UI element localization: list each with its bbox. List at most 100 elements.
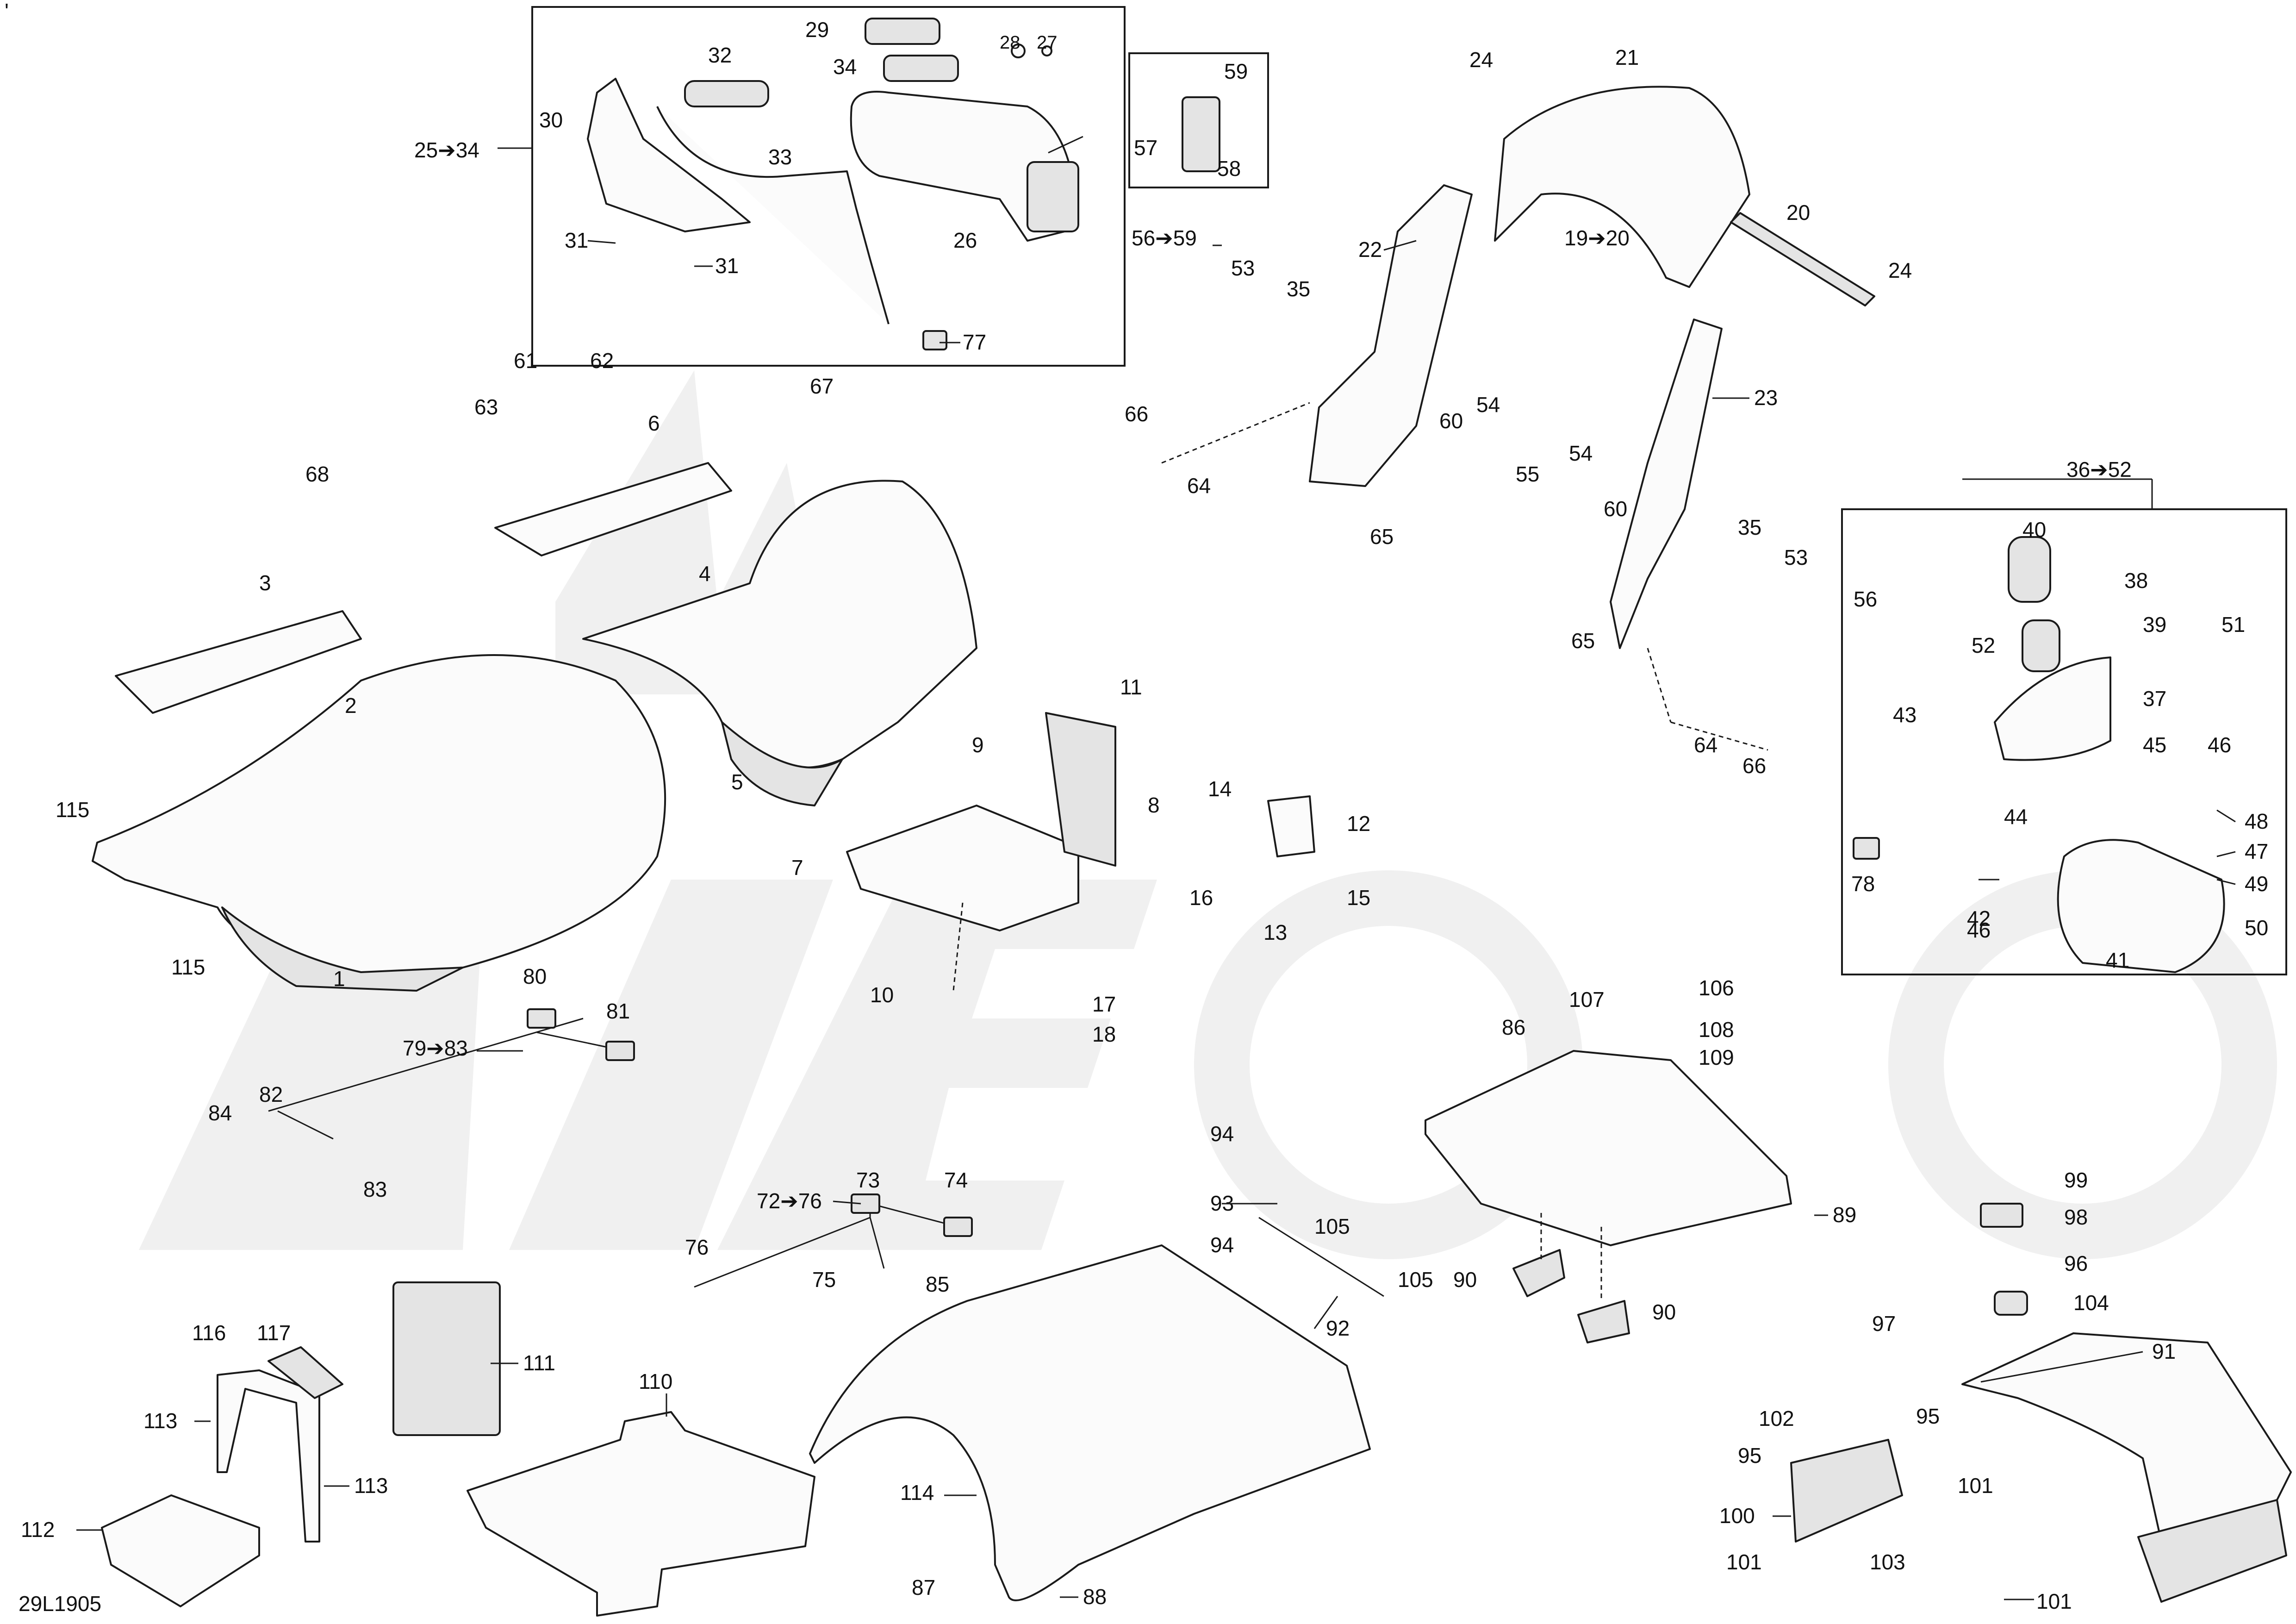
part-111-panel <box>392 1281 501 1436</box>
callout-55: 55 <box>1516 462 1539 486</box>
callout-30: 30 <box>539 108 563 132</box>
callout-99: 99 <box>2064 1168 2088 1192</box>
part-90-clamp-a <box>1512 1249 1565 1297</box>
callout-111: 111 <box>523 1351 555 1375</box>
callout-115a: 115 <box>56 798 89 822</box>
part-117-pad <box>268 1346 343 1399</box>
part-77-connector <box>922 330 947 350</box>
callout-31a: 31 <box>565 228 588 252</box>
callout-25-34: 25➔34 <box>414 138 479 162</box>
callout-12: 12 <box>1347 812 1370 836</box>
callout-20: 20 <box>1786 200 1810 225</box>
part-98-plate <box>1980 1203 2023 1228</box>
callout-9: 9 <box>972 733 984 757</box>
callout-75: 75 <box>812 1268 836 1292</box>
callout-51: 51 <box>2221 612 2245 637</box>
part-91-plate <box>2137 1499 2287 1603</box>
callout-91: 91 <box>2152 1339 2176 1363</box>
callout-95a: 95 <box>1916 1404 1940 1428</box>
callout-60a: 60 <box>1439 409 1463 433</box>
callout-87: 87 <box>912 1575 935 1599</box>
callout-101c: 101 <box>2036 1589 2072 1613</box>
callout-21: 21 <box>1615 45 1639 69</box>
callout-114: 114 <box>900 1480 934 1505</box>
callout-102: 102 <box>1759 1406 1794 1430</box>
callout-53b: 53 <box>1784 545 1808 569</box>
part-41-armrest <box>2057 839 2225 973</box>
callout-40: 40 <box>2022 518 2046 542</box>
callout-65a: 65 <box>1370 525 1394 549</box>
callout-35b: 35 <box>1738 515 1761 539</box>
callout-17: 17 <box>1092 992 1116 1016</box>
callout-31b: 31 <box>715 254 739 278</box>
part-78-connector <box>1853 837 1880 860</box>
callout-43: 43 <box>1893 703 1916 727</box>
callout-56: 56 <box>1854 587 1877 611</box>
callout-5: 5 <box>731 770 743 794</box>
callout-115b: 115 <box>171 955 205 979</box>
callout-76: 76 <box>685 1235 709 1259</box>
part-100-bracket <box>1790 1439 1903 1543</box>
part-57-latch <box>1182 96 1220 172</box>
callout-101a: 101 <box>1958 1474 1993 1498</box>
callout-59: 59 <box>1224 59 1248 83</box>
part-26-handle <box>850 91 1075 242</box>
callout-105a: 105 <box>1314 1214 1350 1238</box>
callout-96: 96 <box>2064 1251 2088 1275</box>
callout-11: 11 <box>1120 675 1142 699</box>
callout-86: 86 <box>1502 1015 1525 1039</box>
part-7-bracket <box>846 805 1079 931</box>
callout-104: 104 <box>2073 1291 2109 1315</box>
callout-110: 110 <box>639 1369 672 1393</box>
part-80-connector <box>527 1008 556 1029</box>
callout-112: 112 <box>21 1518 55 1542</box>
callout-92: 92 <box>1326 1316 1350 1340</box>
callout-73: 73 <box>856 1168 880 1192</box>
part-8-plate <box>1045 712 1116 867</box>
callout-48: 48 <box>2245 809 2268 833</box>
part-52-pad <box>2022 619 2060 672</box>
callout-77: 77 <box>963 330 986 354</box>
callout-42: 42 <box>1967 906 1991 931</box>
callout-19-20: 19➔20 <box>1564 226 1630 250</box>
part-5-seat-base <box>721 721 843 806</box>
part-29-pad <box>865 18 940 45</box>
callout-107: 107 <box>1569 987 1605 1012</box>
callout-117: 117 <box>257 1321 291 1345</box>
part-6-heating-pad <box>494 462 732 556</box>
callout-62: 62 <box>590 349 614 373</box>
callout-10: 10 <box>870 983 894 1007</box>
callout-67: 67 <box>810 374 834 398</box>
part-81-connector <box>605 1041 635 1061</box>
callout-47: 47 <box>2245 839 2268 863</box>
callout-3: 3 <box>259 571 271 595</box>
callout-22: 22 <box>1358 237 1382 262</box>
callout-109: 109 <box>1699 1045 1734 1069</box>
callout-49: 49 <box>2245 872 2268 896</box>
callout-101b: 101 <box>1726 1550 1762 1574</box>
callout-113b: 113 <box>354 1474 388 1498</box>
callout-46a: 46 <box>2208 733 2231 757</box>
part-20-bar <box>1730 212 1875 306</box>
part-73-connector <box>851 1193 880 1214</box>
callout-66a: 66 <box>1125 402 1148 426</box>
callout-61: 61 <box>514 349 537 373</box>
part-85-storage <box>809 1244 1371 1601</box>
callout-13: 13 <box>1263 920 1287 944</box>
callout-78: 78 <box>1851 872 1875 896</box>
callout-66b: 66 <box>1742 754 1766 778</box>
part-30-bracket <box>587 78 751 232</box>
callout-53a: 53 <box>1231 256 1255 280</box>
callout-95b: 95 <box>1738 1443 1761 1468</box>
part-3-heating-pad <box>115 610 362 714</box>
callout-108: 108 <box>1699 1018 1734 1042</box>
part-112-base <box>101 1494 260 1607</box>
part-4-seat <box>582 480 977 768</box>
corner-mark: ' <box>5 0 9 23</box>
part-28-nut <box>1011 44 1026 58</box>
callout-88: 88 <box>1083 1585 1107 1609</box>
callout-6: 6 <box>648 411 660 435</box>
callout-100: 100 <box>1719 1504 1755 1528</box>
callout-72-76: 72➔76 <box>757 1189 822 1213</box>
callout-68: 68 <box>305 462 329 486</box>
